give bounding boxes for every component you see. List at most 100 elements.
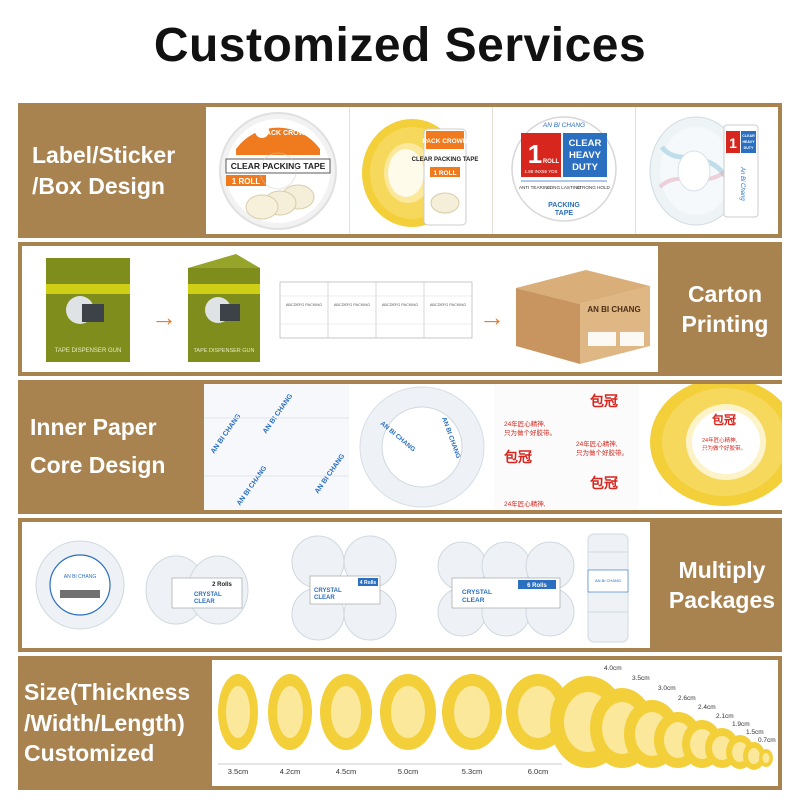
size-illustration: 3.5cm 4.2cm 4.5cm 5.0cm 5.3cm 6.0cm	[218, 665, 776, 776]
clear-tape-roll-image: PACK CROWN CLEAR PACKING TAPE 1 ROLL	[219, 112, 337, 230]
core3-brand-2: 包冠	[504, 449, 532, 465]
label-line-1: Inner Paper	[30, 414, 157, 441]
section-label: Inner Paper Core Design	[30, 380, 205, 514]
section-carton-printing: TAPE DISPENSER GUN → TAPE DISPENSER GUN …	[18, 242, 782, 376]
diameter-label-2: 3.5cm	[632, 675, 650, 682]
box-caption-1: TAPE DISPENSER GUN	[55, 348, 122, 354]
tape2-banner: CLEAR PACKING TAPE	[412, 157, 479, 163]
flat-carton-layout: ABCDEFG PACKING ABCDEFG PACKING ABCDEFG …	[279, 281, 473, 339]
label-line-1: Multiply	[678, 556, 766, 583]
section-label: Carton Printing	[670, 242, 780, 376]
diameter-label-7: 1.9cm	[732, 721, 750, 728]
flat-text-4: ABCDEFG PACKING	[430, 303, 466, 307]
tape3-feature-1: ANTI TEARING	[519, 185, 552, 190]
tape1-brand: PACK CROWN	[262, 130, 310, 137]
tape3-feature-3: STRONG HOLD	[576, 185, 610, 190]
tape4-heavy3: DUTY	[744, 146, 754, 150]
inner-core-patterns: AN BI CHANG AN BI CHANG AN BI CHANG AN B…	[204, 384, 782, 510]
diameter-label-3: 3.0cm	[658, 685, 676, 692]
label-line-2: Core Design	[30, 452, 166, 478]
arrow-1: →	[151, 302, 177, 332]
page-title: Customized Services	[153, 19, 647, 72]
label-line-1: Label/Sticker	[32, 142, 176, 169]
clear-tape-side-image: 1 CLEAR HEAVY DUTY An Bi Chang	[649, 116, 759, 226]
label-line-1: Size(Thickness	[24, 679, 191, 706]
label-design-gallery: PACK CROWN CLEAR PACKING TAPE 1 ROLL PA	[206, 107, 778, 234]
label-line-3: Customized	[24, 740, 155, 767]
tape4-heavy1: CLEAR	[742, 134, 755, 138]
size-gallery: 3.5cm 4.2cm 4.5cm 5.0cm 5.3cm 6.0cm	[212, 660, 778, 786]
gallery-item-pack-crown-yellow: PACK CROWN CLEAR PACKING TAPE 1 ROLL	[349, 107, 492, 234]
label-line-2: /Box Design	[32, 172, 165, 199]
gallery-item-anbichang-heavy-duty: AN BI CHANG 1 ROLL 1.88 INX55 YDS CLEAR …	[492, 107, 635, 234]
diameter-label-6: 2.1cm	[716, 713, 734, 720]
core3-brand-1: 包冠	[590, 393, 618, 409]
width-label-4: 5.0cm	[398, 767, 418, 776]
pack6-label: 6 Rolls	[527, 583, 547, 589]
core3-slogan-4: 只为做个好胶带。	[576, 448, 628, 457]
core4-slogan-1: 24年匠心精神,	[702, 436, 738, 444]
tape3-footer2: TAPE	[555, 210, 573, 217]
section-packages: AN BI CHANG 2 Rolls CRYSTAL CLEAR 4 Roll…	[18, 518, 782, 652]
carton-process-illustration: TAPE DISPENSER GUN → TAPE DISPENSER GUN …	[46, 254, 650, 364]
column-brand: AN BI CHANG	[595, 578, 621, 583]
flat-text-2: ABCDEFG PACKING	[334, 303, 370, 307]
inner-core-gallery: AN BI CHANG AN BI CHANG AN BI CHANG AN B…	[204, 384, 782, 510]
diameter-label-1: 4.0cm	[604, 665, 622, 672]
pack1-brand: AN BI CHANG	[64, 574, 97, 580]
tape3-heavy3: DUTY	[572, 162, 599, 173]
width-label-2: 4.2cm	[280, 767, 300, 776]
tape3-roll: ROLL	[543, 159, 560, 165]
section-label-design: Label/Sticker /Box Design PACK CROWN CLE…	[18, 103, 782, 238]
diameter-label-9: 0.7cm	[758, 737, 776, 744]
section-label: Size(Thickness /Width/Length) Customized	[24, 656, 214, 790]
section-label: Label/Sticker /Box Design	[32, 103, 217, 238]
tape3-brand: AN BI CHANG	[542, 122, 585, 129]
heavy-duty-tape-label-image: AN BI CHANG 1 ROLL 1.88 INX55 YDS CLEAR …	[511, 116, 617, 222]
tape3-spec: 1.88 INX55 YDS	[525, 169, 558, 174]
tape4-heavy2: HEAVY	[742, 140, 755, 144]
label-line-2: Packages	[668, 587, 776, 613]
carton-printing-gallery: TAPE DISPENSER GUN → TAPE DISPENSER GUN …	[22, 246, 658, 372]
tape4-number: 1	[729, 135, 737, 151]
tape3-number: 1	[528, 139, 542, 169]
diameter-rolls	[550, 676, 773, 770]
tape3-heavy2: HEAVY	[569, 150, 602, 161]
tape3-feature-2: LONG LASTING	[547, 185, 581, 190]
section-size-custom: Size(Thickness /Width/Length) Customized…	[18, 656, 782, 790]
tape3-footer1: PACKING	[548, 202, 580, 209]
width-label-1: 3.5cm	[228, 767, 248, 776]
packages-illustration: AN BI CHANG 2 Rolls CRYSTAL CLEAR 4 Roll…	[35, 533, 629, 643]
width-label-6: 6.0cm	[528, 767, 548, 776]
tape4-side-brand: An Bi Chang	[739, 166, 745, 201]
core3-slogan-3: 24年匠心精神,	[576, 439, 618, 448]
gallery-item-pack-crown-clear: PACK CROWN CLEAR PACKING TAPE 1 ROLL	[206, 107, 349, 234]
section-label: Multiply Packages	[662, 518, 782, 652]
packages-gallery: AN BI CHANG 2 Rolls CRYSTAL CLEAR 4 Roll…	[22, 522, 650, 648]
core3-slogan-5: 24年匠心精神,	[504, 499, 546, 508]
pack2-name2: CLEAR	[194, 599, 215, 605]
gallery-item-anbichang-clear: 1 CLEAR HEAVY DUTY An Bi Chang	[635, 107, 778, 234]
core4-brand: 包冠	[711, 412, 736, 427]
tape3-heavy1: CLEAR	[569, 138, 602, 149]
width-label-3: 4.5cm	[336, 767, 356, 776]
flat-text-1: ABCDEFG PACKING	[286, 303, 322, 307]
core3-slogan-2: 只为做个好胶带。	[504, 428, 556, 437]
label-line-1: Carton	[687, 280, 763, 307]
width-rolls	[218, 674, 570, 750]
width-label-5: 5.3cm	[462, 767, 482, 776]
pack6-name1: CRYSTAL	[462, 589, 492, 596]
tape1-count: 1 ROLL	[232, 177, 261, 186]
core3-slogan-1: 24年匠心精神,	[504, 419, 546, 428]
pack6-name2: CLEAR	[462, 597, 485, 604]
carton-brand: AN BI CHANG	[587, 305, 640, 314]
diameter-label-4: 2.6cm	[678, 695, 696, 702]
pack4-name2: CLEAR	[314, 595, 335, 601]
diameter-label-8: 1.5cm	[746, 729, 764, 736]
pack2-name1: CRYSTAL	[194, 592, 222, 598]
pack4-name1: CRYSTAL	[314, 588, 342, 594]
tape2-brand: PACK CROWN	[422, 138, 467, 145]
label-line-2: Printing	[681, 311, 769, 337]
section-inner-core: Inner Paper Core Design AN BI CHANG AN B…	[18, 380, 782, 514]
pack4-label: 4 Rolls	[360, 580, 377, 586]
